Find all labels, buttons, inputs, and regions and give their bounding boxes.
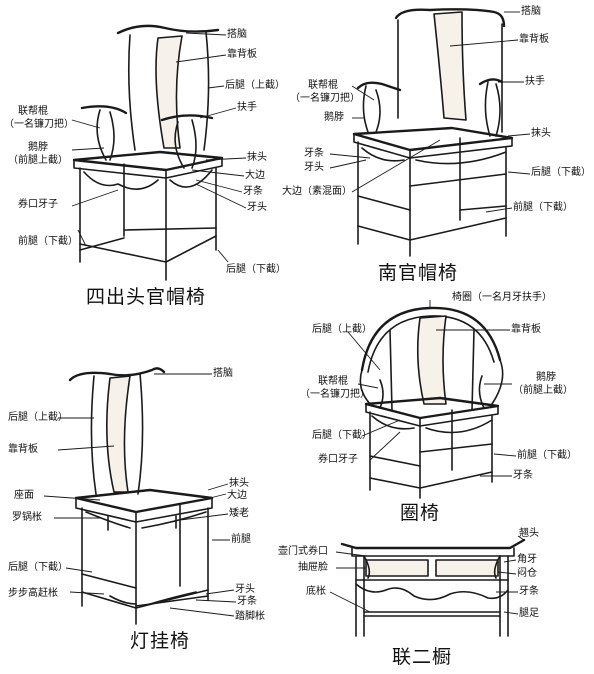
label-ebo: 鹅脖 bbox=[28, 142, 48, 153]
label-dabian: 大边 bbox=[227, 490, 247, 501]
label-qiantui-xia: 前腿（下截） bbox=[513, 202, 573, 213]
label-yatiao: 牙条 bbox=[519, 586, 539, 597]
label-yatou: 牙头 bbox=[304, 162, 324, 173]
sichutou-chair-drawing bbox=[72, 24, 224, 281]
label-lianbangun: 联帮棍 bbox=[18, 106, 48, 117]
leader-lines bbox=[43, 11, 531, 617]
label-dikuang: 底枨 bbox=[306, 586, 326, 597]
label-yatiao: 牙条 bbox=[237, 596, 257, 607]
label-lianbangun: 联帮棍 bbox=[318, 376, 348, 387]
label-juankou-yazi: 券口牙子 bbox=[18, 199, 58, 210]
label-qiaotou: 翘头 bbox=[519, 528, 539, 539]
label-lianbangun-alias: （一名镰刀把） bbox=[4, 119, 74, 130]
label-fushou: 扶手 bbox=[525, 76, 545, 87]
label-dabian: 大边（素混面） bbox=[282, 186, 352, 197]
label-qiantui: 前腿 bbox=[231, 534, 251, 545]
quanyi-chair-drawing bbox=[359, 306, 504, 499]
label-houtui-xia: 后腿（下截） bbox=[312, 430, 372, 441]
label-bubugaogancheng: 步步高赶枨 bbox=[8, 588, 58, 599]
label-ebo: 鹅脖 bbox=[536, 372, 556, 383]
label-yatou: 牙头 bbox=[235, 584, 255, 595]
label-ebo-alias: （前腿上截） bbox=[513, 385, 573, 396]
label-lianbangun-alias: （一名镰刀把） bbox=[300, 389, 370, 400]
label-houtui-xia: 后腿（下截） bbox=[531, 167, 591, 178]
title-dengguayi: 灯挂椅 bbox=[130, 630, 191, 652]
title-lianerchu: 联二橱 bbox=[392, 646, 453, 668]
label-zuomian: 座面 bbox=[14, 490, 34, 501]
label-ailao: 矮老 bbox=[229, 508, 249, 519]
nanguan-chair-drawing bbox=[352, 8, 514, 257]
label-humenshi-juankou: 壶门式券口 bbox=[278, 546, 328, 557]
label-yatiao: 牙条 bbox=[243, 186, 263, 197]
label-qiantui-xia: 前腿（下截） bbox=[517, 450, 577, 461]
label-luoguocheng: 罗锅枨 bbox=[12, 512, 42, 523]
label-houtui-xia: 后腿（下截） bbox=[8, 562, 68, 573]
label-tuizu: 腿足 bbox=[519, 608, 539, 619]
label-danao: 搭脑 bbox=[521, 6, 541, 17]
label-juankou-yazi: 券口牙子 bbox=[318, 454, 358, 465]
label-yatiao: 牙条 bbox=[513, 470, 533, 481]
label-motou: 抹头 bbox=[229, 478, 249, 489]
title-quanyi: 圈椅 bbox=[400, 502, 441, 524]
label-houtui-shang: 后腿（上截） bbox=[225, 80, 285, 91]
label-houtui-shang: 后腿（上截） bbox=[8, 412, 68, 423]
label-ebo-alias: （前腿上截） bbox=[8, 155, 68, 166]
label-danao: 搭脑 bbox=[213, 368, 233, 379]
label-danao: 搭脑 bbox=[227, 29, 247, 40]
label-ebo: 鹅脖 bbox=[324, 112, 344, 123]
label-qiantui-xia: 前腿（下截） bbox=[18, 236, 78, 247]
label-kaobeiban: 靠背板 bbox=[227, 49, 257, 60]
label-yatiao: 牙条 bbox=[304, 148, 324, 159]
label-choutilian: 抽屉脸 bbox=[298, 562, 328, 573]
label-fushou: 扶手 bbox=[237, 102, 257, 113]
dengguayi-chair-drawing bbox=[68, 367, 214, 625]
label-houtui-shang: 后腿（上截） bbox=[312, 324, 372, 335]
label-lianbangun: 联帮棍 bbox=[308, 80, 338, 91]
label-yiquan: 椅圈（一名月牙扶手） bbox=[452, 292, 552, 303]
label-kaobeiban: 靠背板 bbox=[519, 34, 549, 45]
label-tajiaocheng: 踏脚枨 bbox=[235, 611, 265, 622]
label-houtui-xia: 后腿（下截） bbox=[226, 264, 286, 275]
label-motou: 抹头 bbox=[247, 152, 267, 163]
label-motou: 抹头 bbox=[531, 128, 551, 139]
label-mencang: 闷仓 bbox=[517, 568, 537, 579]
label-kaobeiban: 靠背板 bbox=[8, 444, 38, 455]
label-lianbangun-alias: （一名镰刀把） bbox=[290, 93, 360, 104]
label-kaobeiban: 靠背板 bbox=[511, 324, 541, 335]
title-nanguan: 南官帽椅 bbox=[378, 262, 459, 284]
title-sichutou: 四出头官帽椅 bbox=[86, 286, 207, 308]
label-jiaoya: 角牙 bbox=[517, 554, 537, 565]
label-yatou: 牙头 bbox=[247, 202, 267, 213]
lianerchu-cabinet-drawing bbox=[340, 538, 526, 637]
label-dabian: 大边 bbox=[245, 170, 265, 181]
